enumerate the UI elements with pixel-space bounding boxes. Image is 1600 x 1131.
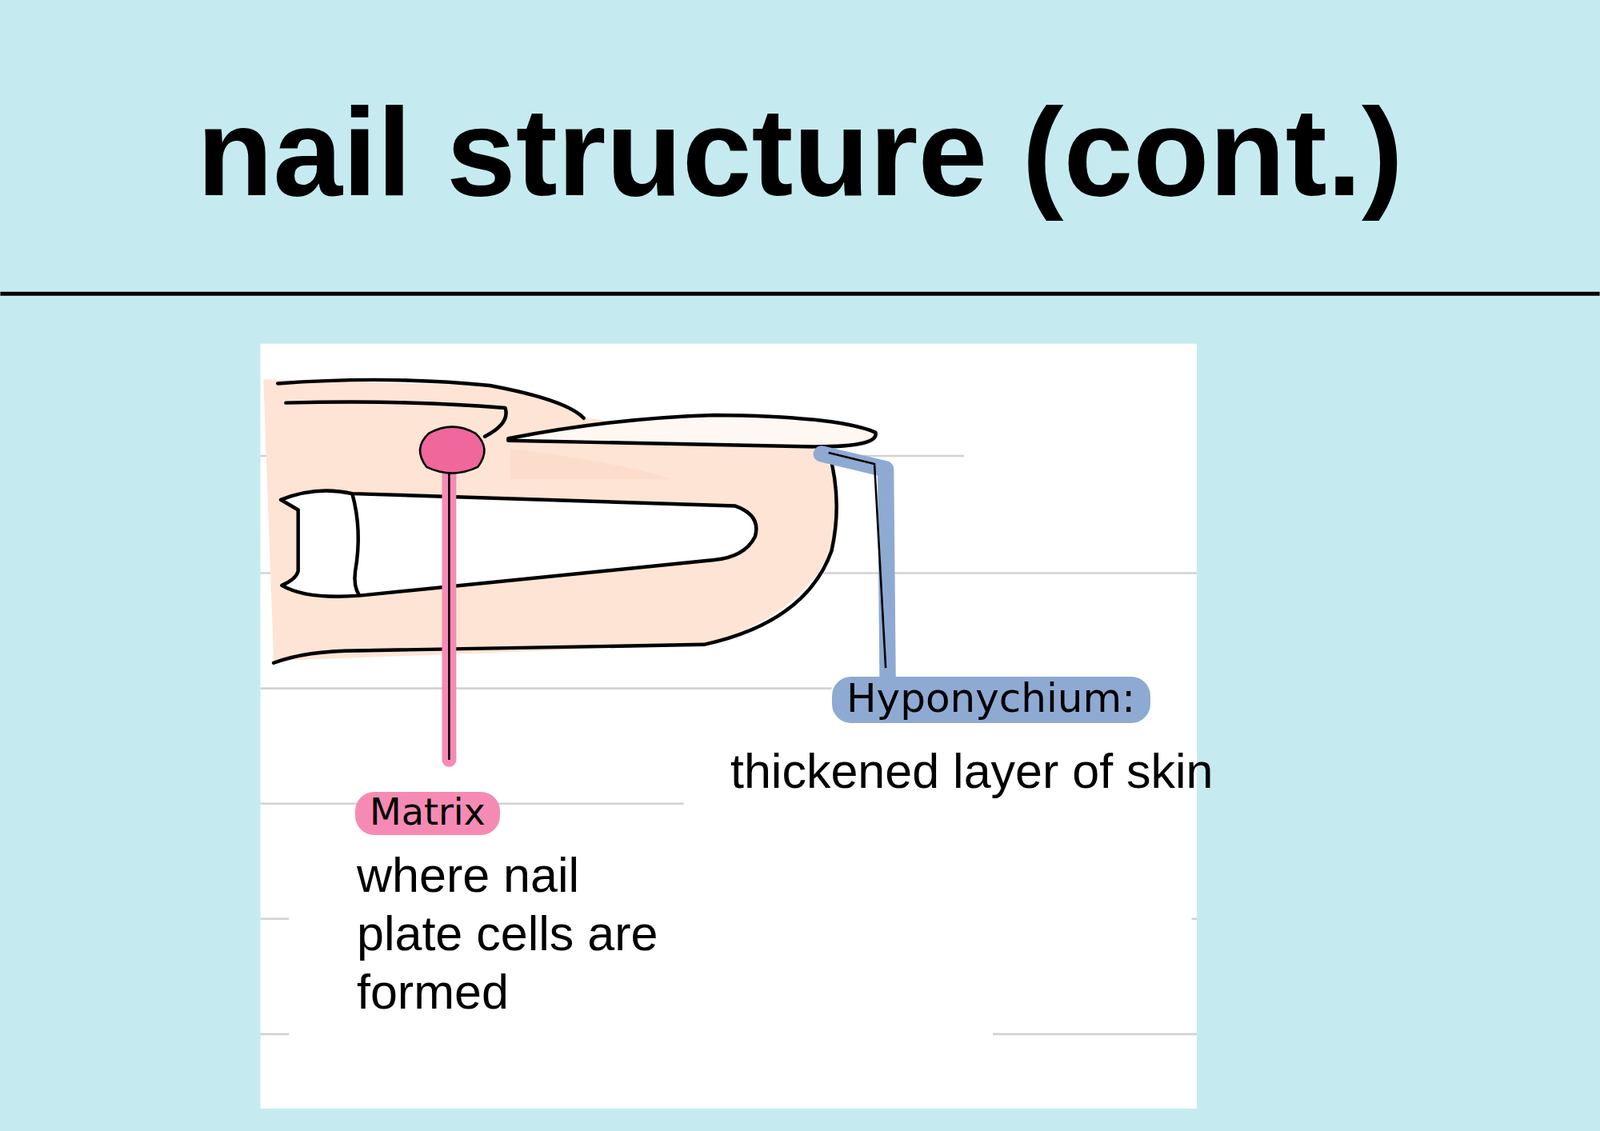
label-holder: where nail plate cells are formed (356, 846, 661, 1022)
part-name: Hyponychium: (846, 676, 1136, 722)
description-note: thickened layer of skin (730, 742, 1339, 801)
matrix-band: Matrix (355, 792, 500, 836)
matrix-marker (420, 427, 484, 474)
nail-bed (510, 448, 674, 480)
part-name: Matrix (369, 792, 486, 834)
description-note: where nail plate cells are formed (356, 846, 661, 1022)
hyponychium-leader (828, 452, 886, 668)
bone (280, 490, 756, 596)
bone-joint (352, 493, 360, 596)
matrix-leader (448, 453, 451, 760)
matrix-leader-band (441, 448, 456, 760)
hyponychium-band: Hyponychium: (832, 676, 1151, 724)
label-holder: thickened layer of skin (730, 742, 1339, 801)
header-rule (0, 292, 1600, 296)
note-panel (260, 344, 1197, 1109)
title-block: nail structure (cont.) (0, 89, 1600, 215)
page-title: nail structure (cont.) (196, 89, 1404, 215)
hyponychium-leader-band (821, 453, 888, 685)
nail-plate (508, 415, 876, 448)
